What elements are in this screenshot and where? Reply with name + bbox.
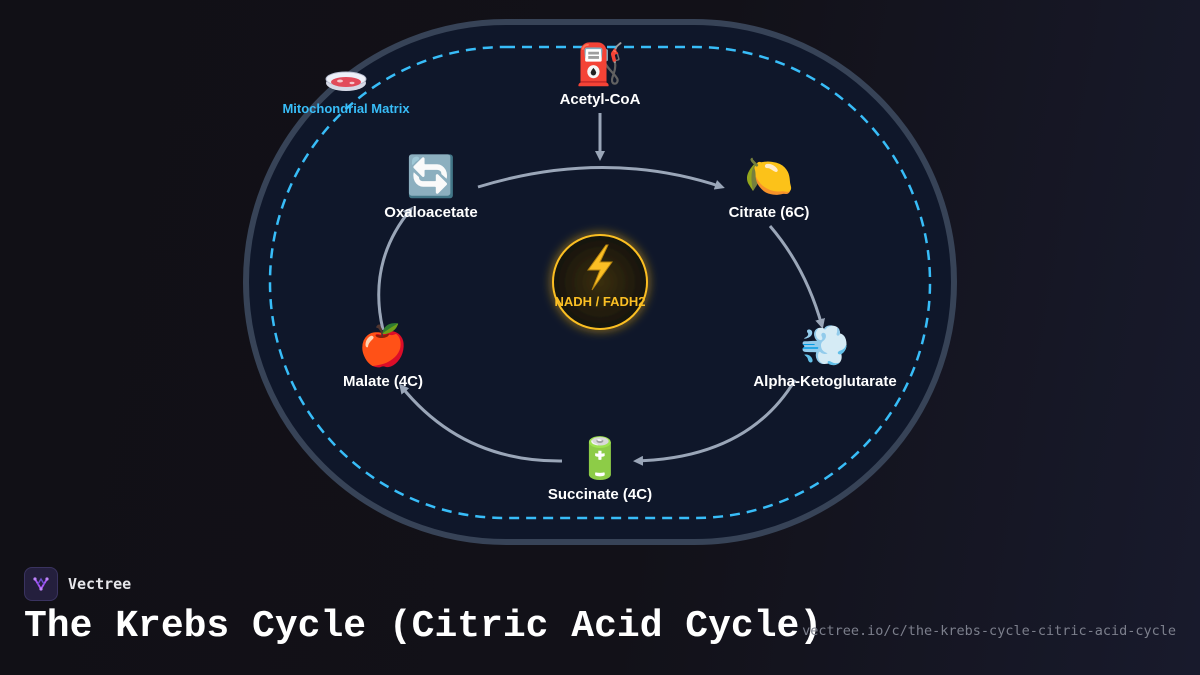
cycle-arrows xyxy=(377,113,825,466)
node-acetyl-coa: ⛽ Acetyl-CoA xyxy=(560,41,641,108)
energy-output: NADH / FADH2 xyxy=(552,234,648,330)
vectree-logo-icon xyxy=(24,567,58,601)
region-label: Mitochondrial Matrix xyxy=(282,101,410,116)
fuel-pump-icon: ⛽ xyxy=(575,41,625,88)
cycle-arrows-icon: 🔄 xyxy=(406,153,456,200)
brand-name: Vectree xyxy=(68,575,132,593)
brand[interactable]: Vectree xyxy=(24,567,131,601)
arrow-oxaloacetate-to-citrate xyxy=(477,166,725,190)
apple-icon: 🍎 xyxy=(358,321,408,369)
node-citrate: 🍋 Citrate (6C) xyxy=(729,154,810,221)
lemon-icon: 🍋 xyxy=(744,154,794,200)
energy-circle xyxy=(552,234,648,330)
node-label-alpha-ketoglutarate: Alpha-Ketoglutarate xyxy=(753,373,896,390)
node-label-succinate: Succinate (4C) xyxy=(548,486,652,503)
page-url[interactable]: vectree.io/c/the-krebs-cycle-citric-acid… xyxy=(802,623,1176,639)
node-succinate: 🔋 Succinate (4C) xyxy=(548,435,652,503)
node-label-acetyl-coa: Acetyl-CoA xyxy=(560,91,641,108)
region-label-group: Mitochondrial Matrix xyxy=(282,71,410,116)
wind-puff-icon: 💨 xyxy=(800,323,850,369)
inner-membrane-boundary xyxy=(268,45,932,520)
node-malate: 🍎 Malate (4C) xyxy=(343,321,423,390)
page-title: The Krebs Cycle (Citric Acid Cycle) xyxy=(24,605,823,648)
node-label-citrate: Citrate (6C) xyxy=(729,204,810,221)
node-label-oxaloacetate: Oxaloacetate xyxy=(384,204,477,221)
arrow-citrate-to-alpha-ketoglutarate xyxy=(768,225,825,329)
node-oxaloacetate: 🔄 Oxaloacetate xyxy=(384,153,477,221)
arrow-malate-to-oxaloacetate xyxy=(377,206,413,331)
footer: Vectree The Krebs Cycle (Citric Acid Cyc… xyxy=(24,567,1176,657)
arrow-succinate-to-malate xyxy=(399,383,563,463)
node-label-malate: Malate (4C) xyxy=(343,373,423,390)
node-alpha-ketoglutarate: 💨 Alpha-Ketoglutarate xyxy=(753,323,896,390)
arrow-alpha-ketoglutarate-to-succinate xyxy=(633,379,797,466)
petri-dish-icon xyxy=(325,71,367,91)
energy-label: NADH / FADH2 xyxy=(554,294,645,309)
lightning-icon xyxy=(587,244,613,291)
battery-icon: 🔋 xyxy=(575,435,625,482)
